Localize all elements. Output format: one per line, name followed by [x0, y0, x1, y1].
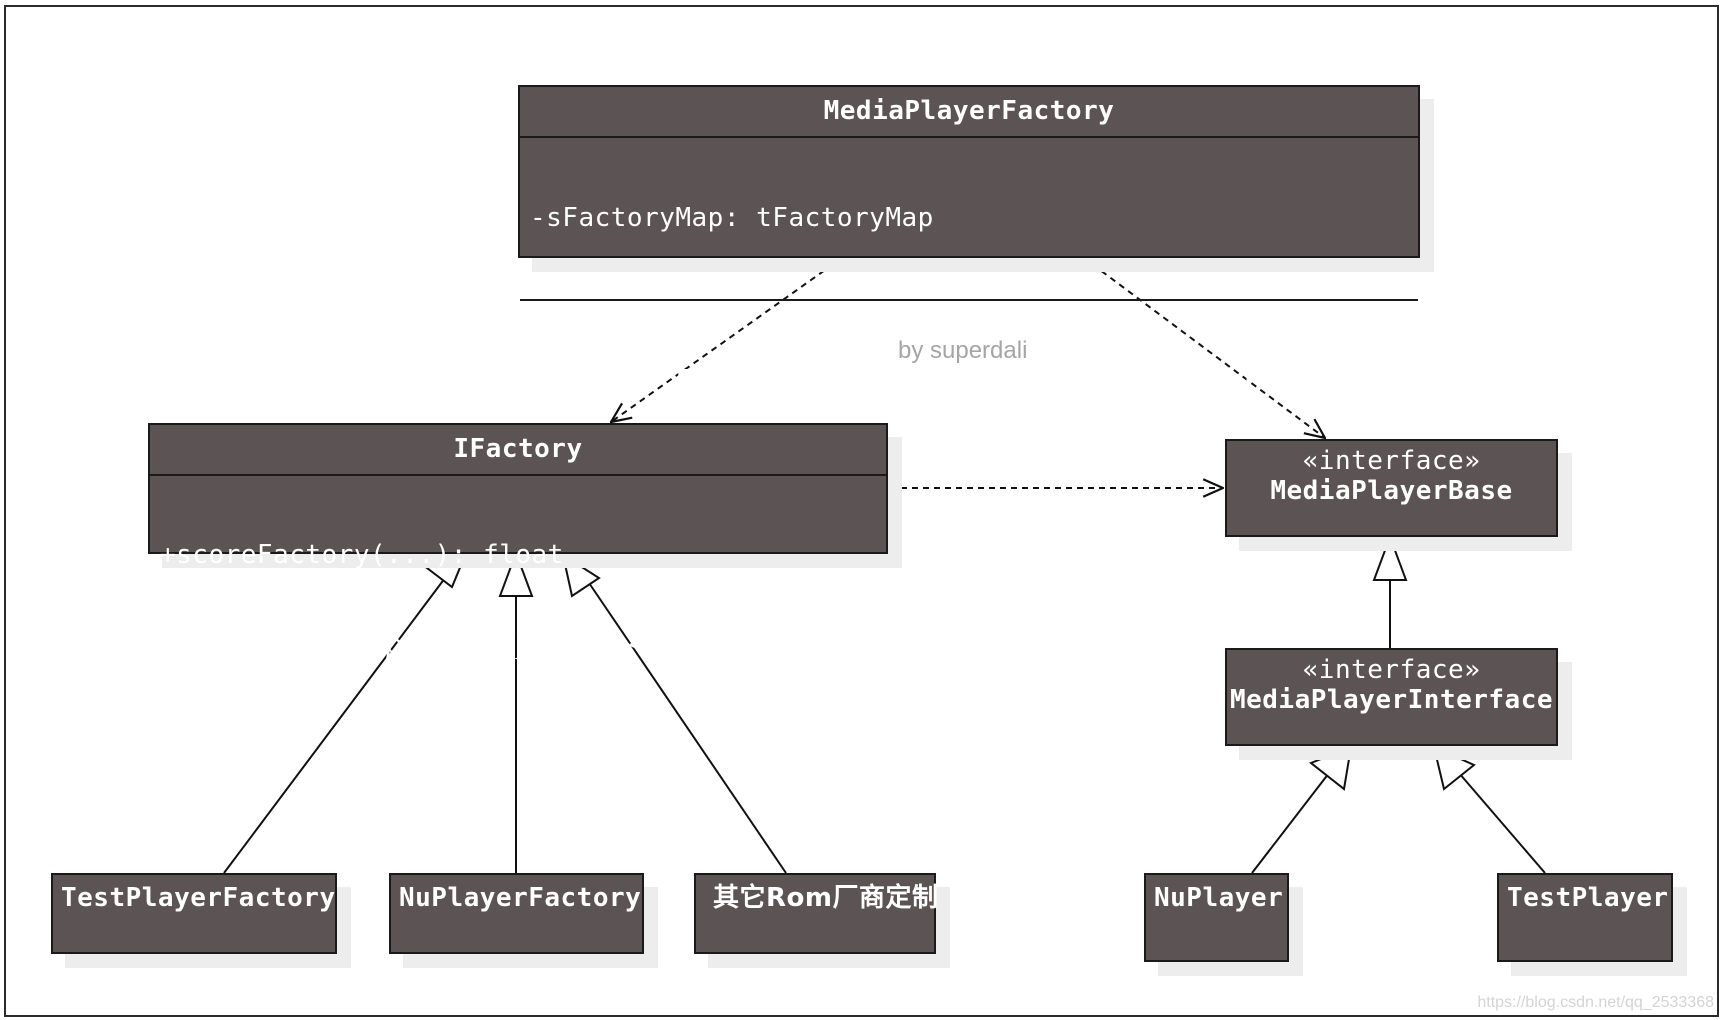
url-watermark: https://blog.csdn.net/qq_2533368: [1477, 994, 1714, 1011]
inherit-nuplayer-arrowhead: [1309, 745, 1353, 791]
class-test-player-factory[interactable]: TestPlayerFactory: [51, 873, 337, 954]
inherit-testplayer-arrowhead: [1432, 745, 1476, 791]
interface-name: MediaPlayerBase: [1270, 476, 1513, 506]
class-name: IFactory: [453, 434, 583, 464]
attribute-sfactorymap: -sFactoryMap: tFactoryMap: [530, 203, 934, 233]
dependency-factory-to-ifactory: [611, 257, 843, 422]
inherit-othervendor-arrowhead: [561, 552, 601, 598]
interface-header: «interface» MediaPlayerBase: [1227, 441, 1556, 506]
class-test-player[interactable]: TestPlayer: [1497, 873, 1673, 962]
class-ifactory[interactable]: IFactory +scoreFactory(...): float +crea…: [148, 423, 903, 660]
inherit-othervendor-line: [586, 579, 787, 874]
interface-name: MediaPlayerInterface: [1229, 685, 1554, 715]
interface-media-player-base[interactable]: «interface» MediaPlayerBase: [1225, 439, 1558, 537]
class-other-rom-vendor[interactable]: 其它Rom厂商定制: [694, 873, 939, 954]
inherit-mediaplayerinterface-arrowhead: [1372, 534, 1408, 581]
operation-createplayer-abstract: +createPlayer(pid: pid_t): sp<MediaPlaye…: [160, 630, 904, 660]
class-media-player-factory[interactable]: MediaPlayerFactory -sFactoryMap: tFactor…: [518, 85, 1420, 485]
class-name: TestPlayer: [1507, 883, 1669, 913]
inherit-nuplayerfactory-arrowhead: [498, 550, 534, 597]
class-name: NuPlayerFactory: [399, 883, 642, 913]
class-name: NuPlayer: [1154, 883, 1284, 913]
interface-header: «interface» MediaPlayerInterface: [1227, 650, 1556, 715]
operation-registerfactory: +registerFactory(factory: IFactory*, typ…: [530, 365, 1419, 395]
class-nu-player-factory[interactable]: NuPlayerFactory: [389, 873, 644, 954]
operation-scorefactory: +scoreFactory(...): float: [160, 540, 564, 570]
author-watermark: by superdali: [898, 337, 1028, 364]
class-name: 其它Rom厂商定制: [713, 883, 939, 913]
operation-compartment: +scoreFactory(...): float +createPlayer(…: [150, 474, 904, 720]
attribute-compartment: -sFactoryMap: tFactoryMap: [520, 136, 1418, 299]
class-nu-player[interactable]: NuPlayer: [1144, 873, 1289, 962]
interface-media-player-interface[interactable]: «interface» MediaPlayerInterface: [1225, 648, 1558, 746]
class-name: MediaPlayerFactory: [823, 96, 1115, 126]
inherit-nuplayer-line: [1251, 772, 1330, 874]
class-name: TestPlayerFactory: [61, 883, 336, 913]
stereotype-label: «interface»: [1302, 655, 1481, 685]
inherit-testplayerfactory-arrowhead: [424, 551, 468, 589]
stereotype-label: «interface»: [1302, 446, 1481, 476]
inherit-testplayer-line: [1458, 772, 1546, 874]
inherit-testplayerfactory-line: [223, 577, 446, 874]
